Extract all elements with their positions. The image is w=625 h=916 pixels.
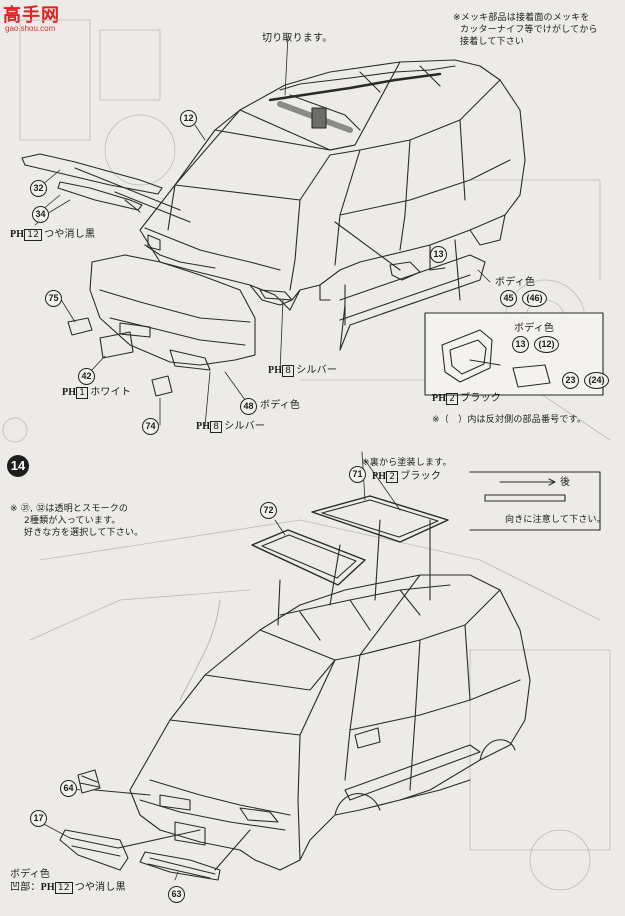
part-callout-13: 13 — [430, 246, 447, 263]
clear-smoke-note-line2: 2種類が入っています。 — [24, 516, 121, 526]
mirror-detail-art — [441, 329, 551, 388]
plating-note-line2: カッターナイフ等でけがしてから — [460, 25, 598, 35]
opposite-side-note: ※（ ）内は反対側の部品番号です。 — [432, 415, 587, 425]
roof-glass-parts — [251, 495, 449, 586]
watermark-url: gao.shou.com — [5, 24, 56, 33]
part-callout-13b: 13 — [512, 336, 529, 353]
paint-name: ブラック — [400, 471, 442, 482]
body-color-label-17: ボディ色 — [10, 869, 51, 880]
part-callout-48: 48 — [240, 398, 257, 415]
part-callout-24: 24 — [584, 372, 609, 389]
paint-name: つや消し黒 — [74, 882, 126, 893]
plating-note-line1: ※メッキ部品は接着面のメッキを — [453, 13, 590, 23]
paint-code: 8 — [210, 421, 223, 433]
paint-name: シルバー — [224, 421, 266, 432]
paint-code: 8 — [282, 365, 295, 377]
ph-prefix: PH — [40, 882, 55, 893]
part-callout-45: 45 — [500, 290, 517, 307]
paint-code: 12 — [24, 229, 43, 241]
paint-code: 2 — [386, 471, 399, 483]
paint-name: ブラック — [460, 393, 502, 404]
part-callout-34: 34 — [32, 206, 49, 223]
cut-off-label: 切り取ります。 — [262, 33, 333, 44]
part-callout-63: 63 — [168, 886, 185, 903]
body-color-label-48: ボディ色 — [260, 400, 301, 411]
paint-code: 12 — [54, 882, 73, 894]
body-color-label-45: ボディ色 — [495, 277, 536, 288]
part-callout-72: 72 — [260, 502, 277, 519]
watermark-brand: 高手网 — [3, 5, 60, 26]
grille-parts — [59, 769, 221, 881]
watermark-logo: 高手网 gao.shou.com — [0, 0, 80, 36]
part-callout-64: 64 — [60, 780, 77, 797]
plating-note-line3: 接着して下さい — [460, 37, 525, 47]
part-callout-75: 75 — [45, 290, 62, 307]
part-callout-12: 12 — [180, 110, 197, 127]
paint-name: つや消し黒 — [44, 229, 96, 240]
recess-label: 凹部： — [10, 882, 41, 893]
background-ghost-art — [2, 19, 611, 891]
part-callout-74: 74 — [142, 418, 159, 435]
clear-smoke-note-line1: ※ ㉛, ㉜は透明とスモークの — [10, 504, 129, 514]
paint-name: シルバー — [296, 365, 338, 376]
paint-name: ホワイト — [90, 387, 132, 398]
bottom-arrows — [94, 519, 431, 871]
rear-direction-label: 後 — [560, 477, 571, 488]
direction-box — [469, 471, 601, 531]
paint-code: 1 — [76, 387, 89, 399]
part-callout-23: 23 — [562, 372, 579, 389]
direction-caution-note: 向きに注意して下さい。 — [505, 515, 606, 525]
part-callout-17: 17 — [30, 810, 47, 827]
direction-indicator — [484, 478, 566, 502]
mirror-body-color-label: ボディ色 — [514, 323, 555, 334]
ph-prefix: PH — [268, 365, 283, 376]
step-number-14: 14 — [7, 455, 29, 477]
ph-prefix: PH — [10, 229, 25, 240]
paint-code: 2 — [446, 393, 459, 405]
top-van-body — [21, 59, 526, 397]
part-callout-12b: 12 — [534, 336, 559, 353]
top-arrows — [74, 167, 461, 326]
bottom-van-body — [129, 574, 531, 871]
part-callout-46: 46 — [522, 290, 547, 307]
ph-prefix: PH — [196, 421, 211, 432]
paint-from-back-note: ※裏から塗装します。 — [362, 458, 452, 468]
clear-smoke-note-line3: 好きな方を選択して下さい。 — [24, 528, 144, 538]
ph-prefix: PH — [432, 393, 447, 404]
part-callout-32: 32 — [30, 180, 47, 197]
ph-prefix: PH — [62, 387, 77, 398]
part-callout-71: 71 — [349, 466, 366, 483]
part-callout-42: 42 — [78, 368, 95, 385]
ph-prefix: PH — [372, 471, 387, 482]
